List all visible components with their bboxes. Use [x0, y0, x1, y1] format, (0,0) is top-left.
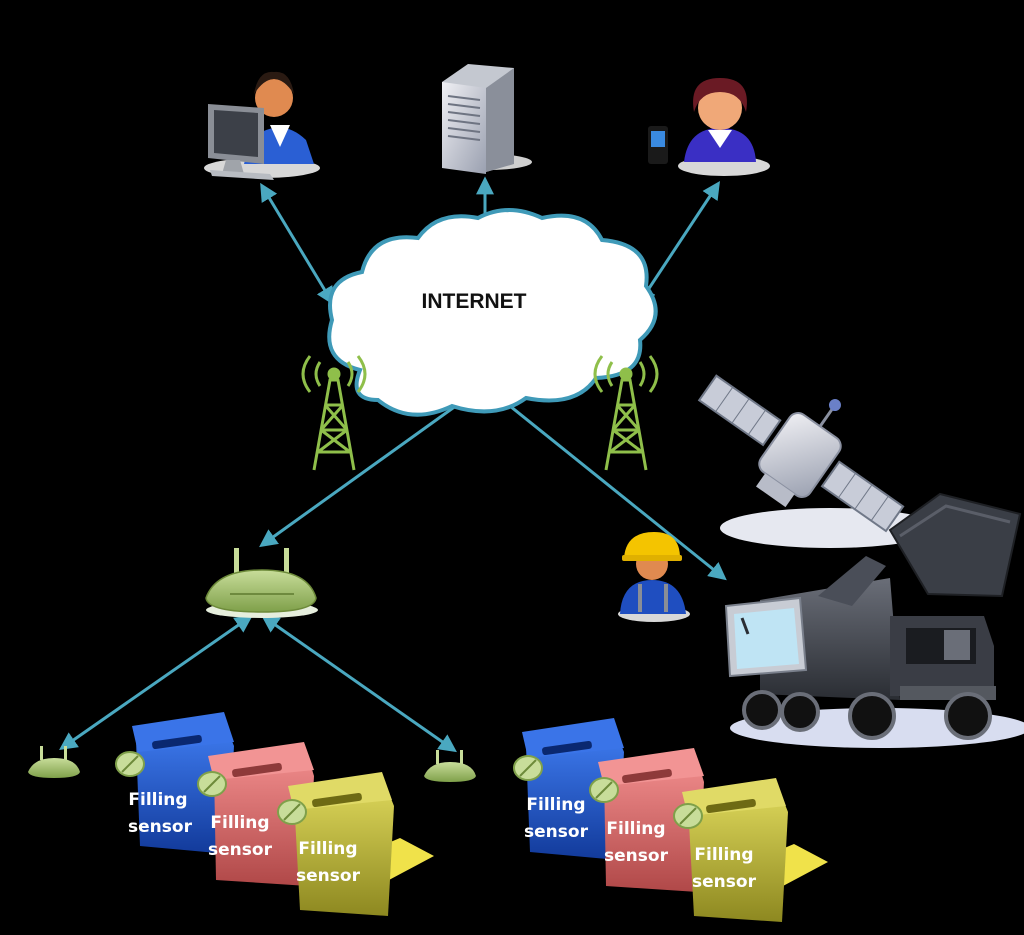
- mobile-user-icon: [648, 78, 770, 176]
- bin-label-line2: sensor: [604, 846, 669, 866]
- bin-label-line2: sensor: [692, 872, 757, 892]
- cloud-label: INTERNET: [422, 290, 527, 313]
- waste-bin-icon: Filling sensor: [673, 778, 828, 922]
- bin-label-line1: Filling: [606, 819, 665, 839]
- link-router-ap-right: [261, 614, 457, 753]
- bin-label-line1: Filling: [298, 839, 357, 859]
- router-icon: [205, 548, 318, 618]
- link-desktop-internet: [260, 182, 334, 306]
- access-point-icon: [28, 746, 80, 778]
- bin-label-line2: sensor: [296, 866, 361, 886]
- waste-bin-icon: Filling sensor: [277, 772, 434, 916]
- waste-bin-icon: Filling sensor: [513, 718, 624, 860]
- links: [59, 176, 727, 753]
- access-point-icon: [424, 750, 476, 782]
- link-mobile-internet: [638, 180, 720, 306]
- bin-label-line2: sensor: [524, 822, 589, 842]
- cloud-icon: INTERNET: [327, 208, 658, 417]
- bin-label-line1: Filling: [526, 795, 585, 815]
- link-router-ap-left: [59, 614, 253, 751]
- link-internet-truck: [487, 387, 727, 581]
- bin-label-line1: Filling: [694, 845, 753, 865]
- link-internet-router: [259, 387, 481, 548]
- worker-icon: [618, 532, 690, 622]
- waste-bin-icon: Filling sensor: [589, 748, 704, 892]
- bin-label-line1: Filling: [210, 813, 269, 833]
- bin-group-left: Filling sensor Filling sensor Filling se…: [115, 712, 434, 916]
- bin-label-line2: sensor: [128, 817, 193, 837]
- cell-tower-icon: [301, 355, 659, 471]
- bin-group-right: Filling sensor Filling sensor Filling se…: [513, 718, 828, 922]
- tablet-icon: [724, 596, 808, 678]
- bin-label-line2: sensor: [208, 840, 273, 860]
- bin-label-line1: Filling: [128, 790, 187, 810]
- satellite-icon: [697, 374, 940, 548]
- desktop-user-icon: [204, 71, 320, 180]
- server-icon: [442, 64, 532, 174]
